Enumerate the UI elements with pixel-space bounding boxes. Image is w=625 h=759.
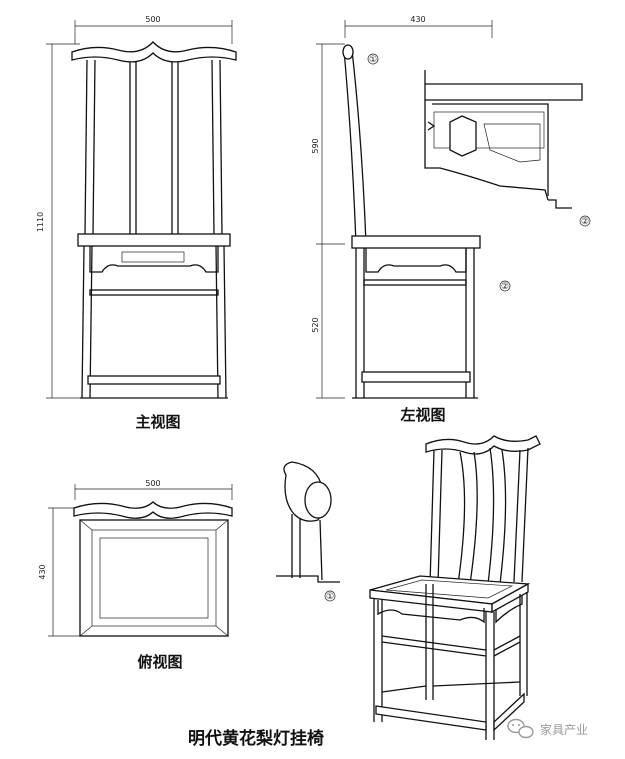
front-seat <box>77 233 231 247</box>
top-width-label: 500 <box>145 479 160 488</box>
svg-text:①: ① <box>326 592 334 602</box>
front-height-dimension: 1110 <box>36 43 80 399</box>
watermark: 家具产业 <box>507 718 588 739</box>
side-view-label: 左视图 <box>399 406 445 424</box>
post-joint-detail <box>276 461 340 583</box>
wechat-icon <box>507 718 534 739</box>
top-view-label: 俯视图 <box>137 653 182 671</box>
front-apron <box>89 246 219 273</box>
callout-2-side: ② <box>499 280 511 292</box>
svg-text:②: ② <box>581 217 589 227</box>
side-depth-label: 430 <box>410 15 425 24</box>
side-lower-label: 520 <box>311 317 320 332</box>
side-upper-label: 590 <box>311 138 320 153</box>
perspective-chair <box>369 435 541 740</box>
svg-text:①: ① <box>369 55 377 65</box>
top-width-dimension: 500 <box>74 479 233 500</box>
svg-text:②: ② <box>501 282 509 292</box>
front-crest-rail <box>71 41 237 63</box>
drawing-title: 明代黄花梨灯挂椅 <box>188 728 324 749</box>
top-depth-label: 430 <box>38 564 47 579</box>
front-view-label: 主视图 <box>135 413 180 431</box>
side-depth-dimension: 430 <box>344 15 493 38</box>
callout-2-detail: ② <box>579 215 591 227</box>
watermark-text: 家具产业 <box>540 722 588 737</box>
front-view: 500 1110 主视图 <box>36 15 237 431</box>
side-seat <box>351 235 481 249</box>
front-height-label: 1110 <box>36 212 45 232</box>
callout-1-top: ① <box>367 53 379 65</box>
callout-1-bottom: ① <box>324 590 336 602</box>
side-view: 430 590 520 左视图 <box>311 15 493 424</box>
top-depth-dimension: 430 <box>38 507 80 637</box>
side-height-dimensions: 590 520 <box>311 43 345 399</box>
top-view: 500 430 俯视图 <box>38 479 233 671</box>
front-width-label: 500 <box>145 15 160 24</box>
joint-detail <box>424 70 583 209</box>
front-width-dimension: 500 <box>74 15 233 44</box>
